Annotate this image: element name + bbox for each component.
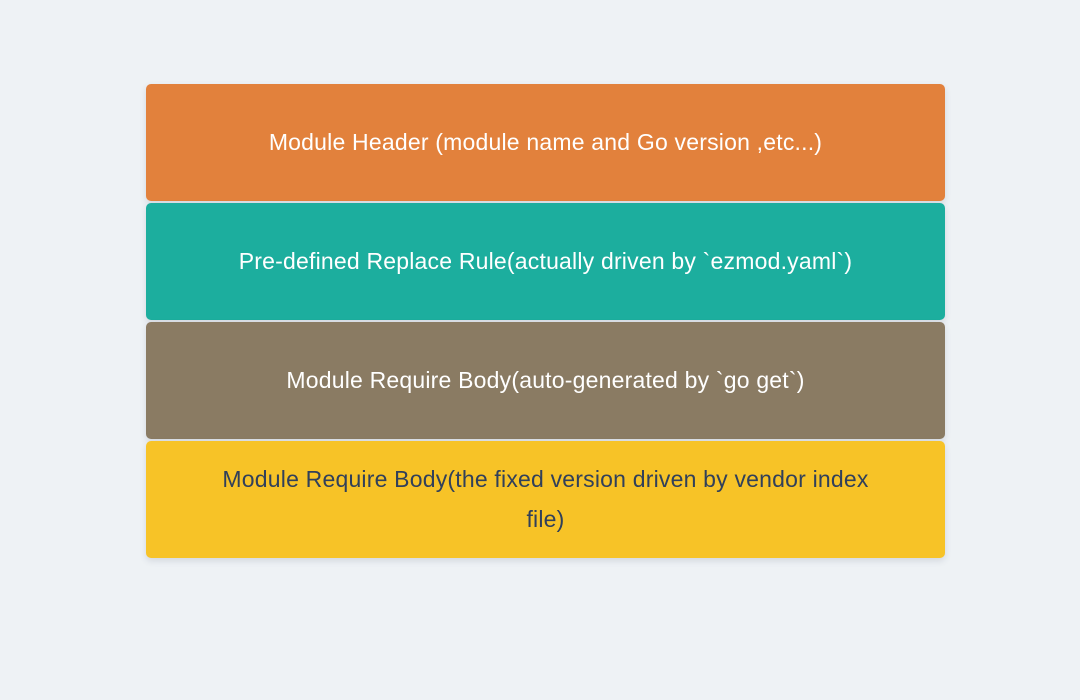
module-file-structure-diagram: Module Header (module name and Go versio… [146,84,945,558]
diagram-block-label: Pre-defined Replace Rule(actually driven… [238,247,853,274]
diagram-block-replace-rule: Pre-defined Replace Rule(actually driven… [146,203,945,320]
diagram-block-module-header: Module Header (module name and Go versio… [146,84,945,201]
diagram-block-label: Module Header (module name and Go versio… [268,128,823,155]
diagram-block-require-body-auto: Module Require Body(auto-generated by `g… [146,322,945,439]
diagram-block-label: Module Require Body(auto-generated by `g… [286,366,805,393]
diagram-block-require-body-fixed: Module Require Body(the fixed version dr… [146,441,945,558]
diagram-block-label: Module Require Body(the fixed version dr… [222,466,869,532]
